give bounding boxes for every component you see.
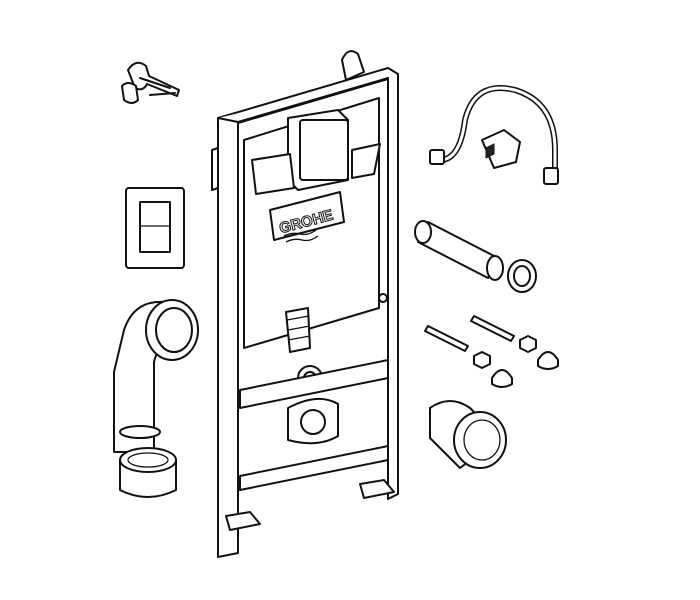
seal-ring bbox=[507, 259, 537, 293]
pipe-cap bbox=[119, 447, 177, 498]
wall-sleeve bbox=[429, 400, 507, 469]
flush-plate bbox=[125, 187, 185, 269]
installation-frame: GROHE bbox=[211, 50, 399, 558]
water-supply-hose bbox=[429, 85, 559, 185]
flush-bend bbox=[113, 299, 199, 453]
nuts-and-caps bbox=[473, 335, 559, 388]
wall-anchor-bolts bbox=[121, 61, 180, 104]
connector-pipe bbox=[414, 220, 504, 281]
fixing-studs bbox=[424, 315, 515, 352]
